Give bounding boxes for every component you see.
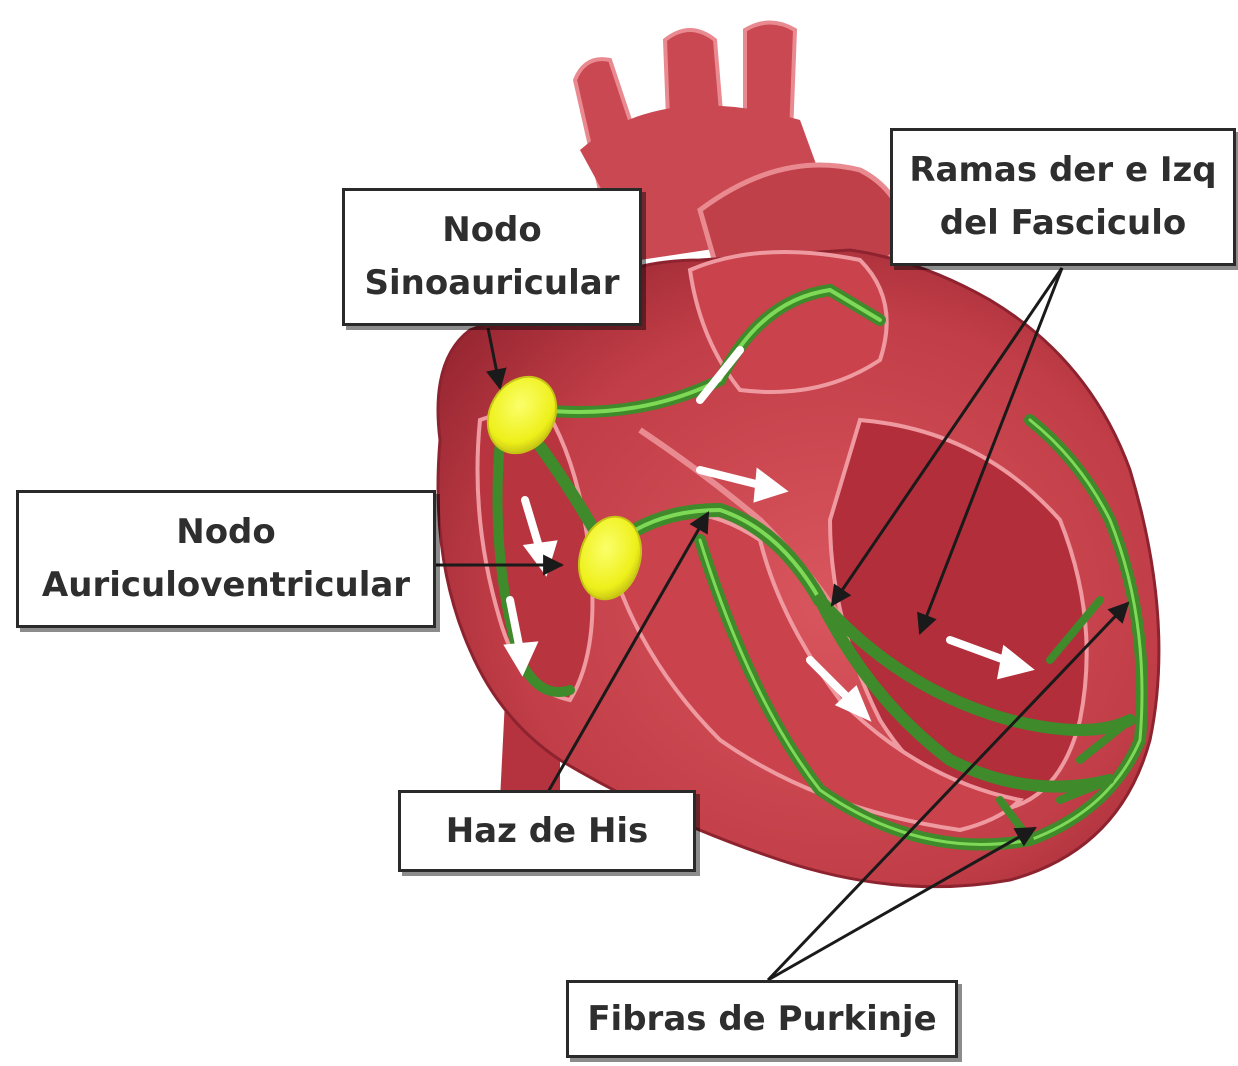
label-bundle-branches-line1: Ramas der e Izq bbox=[909, 144, 1216, 197]
label-av-node: Nodo Auriculoventricular bbox=[16, 490, 436, 628]
label-sa-node-line1: Nodo bbox=[442, 204, 542, 257]
label-av-node-line2: Auriculoventricular bbox=[42, 559, 410, 612]
label-purkinje: Fibras de Purkinje bbox=[566, 980, 958, 1058]
label-av-node-line1: Nodo bbox=[176, 506, 276, 559]
label-his-bundle-text: Haz de His bbox=[446, 805, 649, 858]
label-purkinje-text: Fibras de Purkinje bbox=[587, 993, 936, 1046]
label-his-bundle: Haz de His bbox=[398, 790, 696, 872]
label-bundle-branches-line2: del Fasciculo bbox=[940, 197, 1186, 250]
label-sa-node: Nodo Sinoauricular bbox=[342, 188, 642, 326]
label-sa-node-line2: Sinoauricular bbox=[365, 257, 620, 310]
label-bundle-branches: Ramas der e Izq del Fasciculo bbox=[890, 128, 1236, 266]
